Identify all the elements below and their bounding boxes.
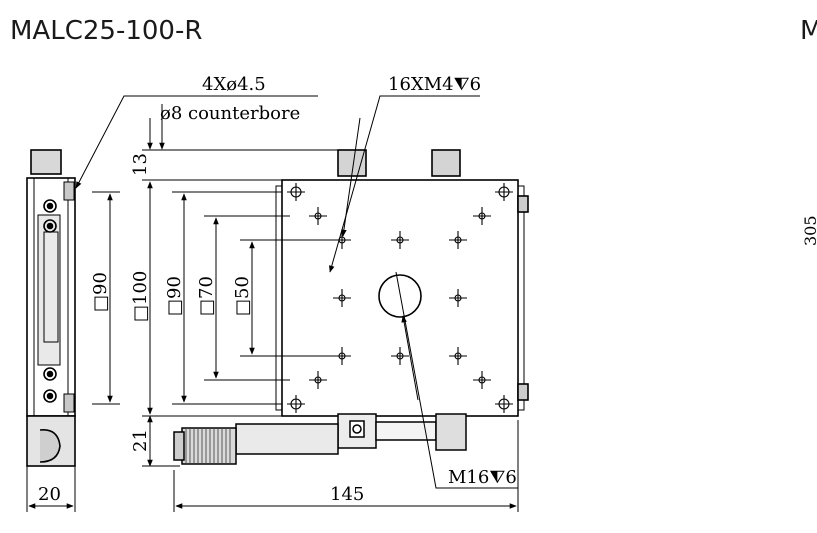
hole-marker (473, 371, 491, 389)
hole-marker (333, 289, 351, 307)
side-view (26, 149, 76, 467)
dim-sq90: □90 (164, 276, 185, 316)
dim-bottom-offset: 21 (130, 429, 151, 452)
side-partial-label: 305 (801, 215, 817, 246)
hole-marker (449, 231, 467, 249)
hole-marker (449, 347, 467, 365)
dim-sq70: □70 (196, 276, 217, 316)
hole-marker (495, 183, 513, 201)
holes-note: 4Xø4.5 (202, 74, 266, 95)
top-view (275, 149, 529, 417)
hole-marker (309, 207, 327, 225)
dim-sq50: □50 (232, 276, 253, 316)
hole-marker (391, 231, 409, 249)
dim-top-offset: 13 (130, 153, 151, 176)
hole-marker (449, 289, 467, 307)
dim-length: 145 (330, 484, 364, 505)
hole-marker (391, 347, 409, 365)
dim-side-square: □90 (90, 272, 111, 312)
hole-marker (287, 183, 305, 201)
dim-side-width: 20 (38, 484, 61, 505)
dimension-lines (26, 95, 519, 512)
micrometer (173, 413, 467, 465)
hole-marker (473, 207, 491, 225)
model-title-right-partial: M (800, 16, 817, 46)
hole-pattern (287, 183, 513, 413)
center-thread-note: M16⧨6 (448, 467, 517, 488)
hole-marker (309, 371, 327, 389)
counterbore-note: ø8 counterbore (160, 103, 300, 124)
threads-note: 16XM4⧨6 (388, 74, 481, 95)
hole-marker (287, 395, 305, 413)
model-title: MALC25-100-R (10, 16, 203, 46)
hole-marker (495, 395, 513, 413)
dim-overall-square: □100 (130, 271, 151, 322)
